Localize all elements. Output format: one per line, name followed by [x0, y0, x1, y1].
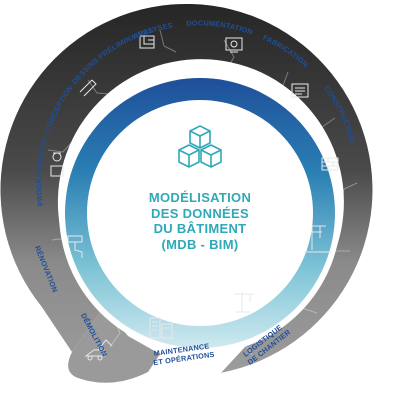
- drawing-plan-icon: [139, 35, 155, 49]
- phase-icons: [50, 35, 339, 361]
- paint-roller-icon: [67, 235, 83, 258]
- outer-phase-band: [0, 3, 373, 373]
- center-disc: [87, 100, 313, 326]
- worker-icon: [50, 152, 64, 177]
- visualisation-label: VISUALISATION: [162, 67, 238, 82]
- center-title-line-3: DU BÂTIMENT: [153, 221, 247, 236]
- center-title-line-4: (MDB - BIM): [161, 236, 239, 252]
- crane-icon: [234, 292, 254, 313]
- cubes-icon: [178, 125, 222, 168]
- design-tools-icon: [79, 79, 97, 97]
- center-title-line-2: DES DONNÉES: [151, 205, 249, 221]
- brick-wall-icon: [321, 157, 339, 171]
- outer-band-tail: [68, 306, 160, 383]
- center-title: MODÉLISATION DES DONNÉES DU BÂTIMENT (MD…: [112, 190, 288, 252]
- center-title-line-1: MODÉLISATION: [148, 190, 252, 205]
- document-icon: [291, 83, 309, 98]
- analysis-screen-icon: [225, 37, 243, 53]
- buildings-icon: [149, 317, 173, 339]
- excavator-icon: [84, 339, 113, 361]
- construction-site-icon: [304, 225, 332, 253]
